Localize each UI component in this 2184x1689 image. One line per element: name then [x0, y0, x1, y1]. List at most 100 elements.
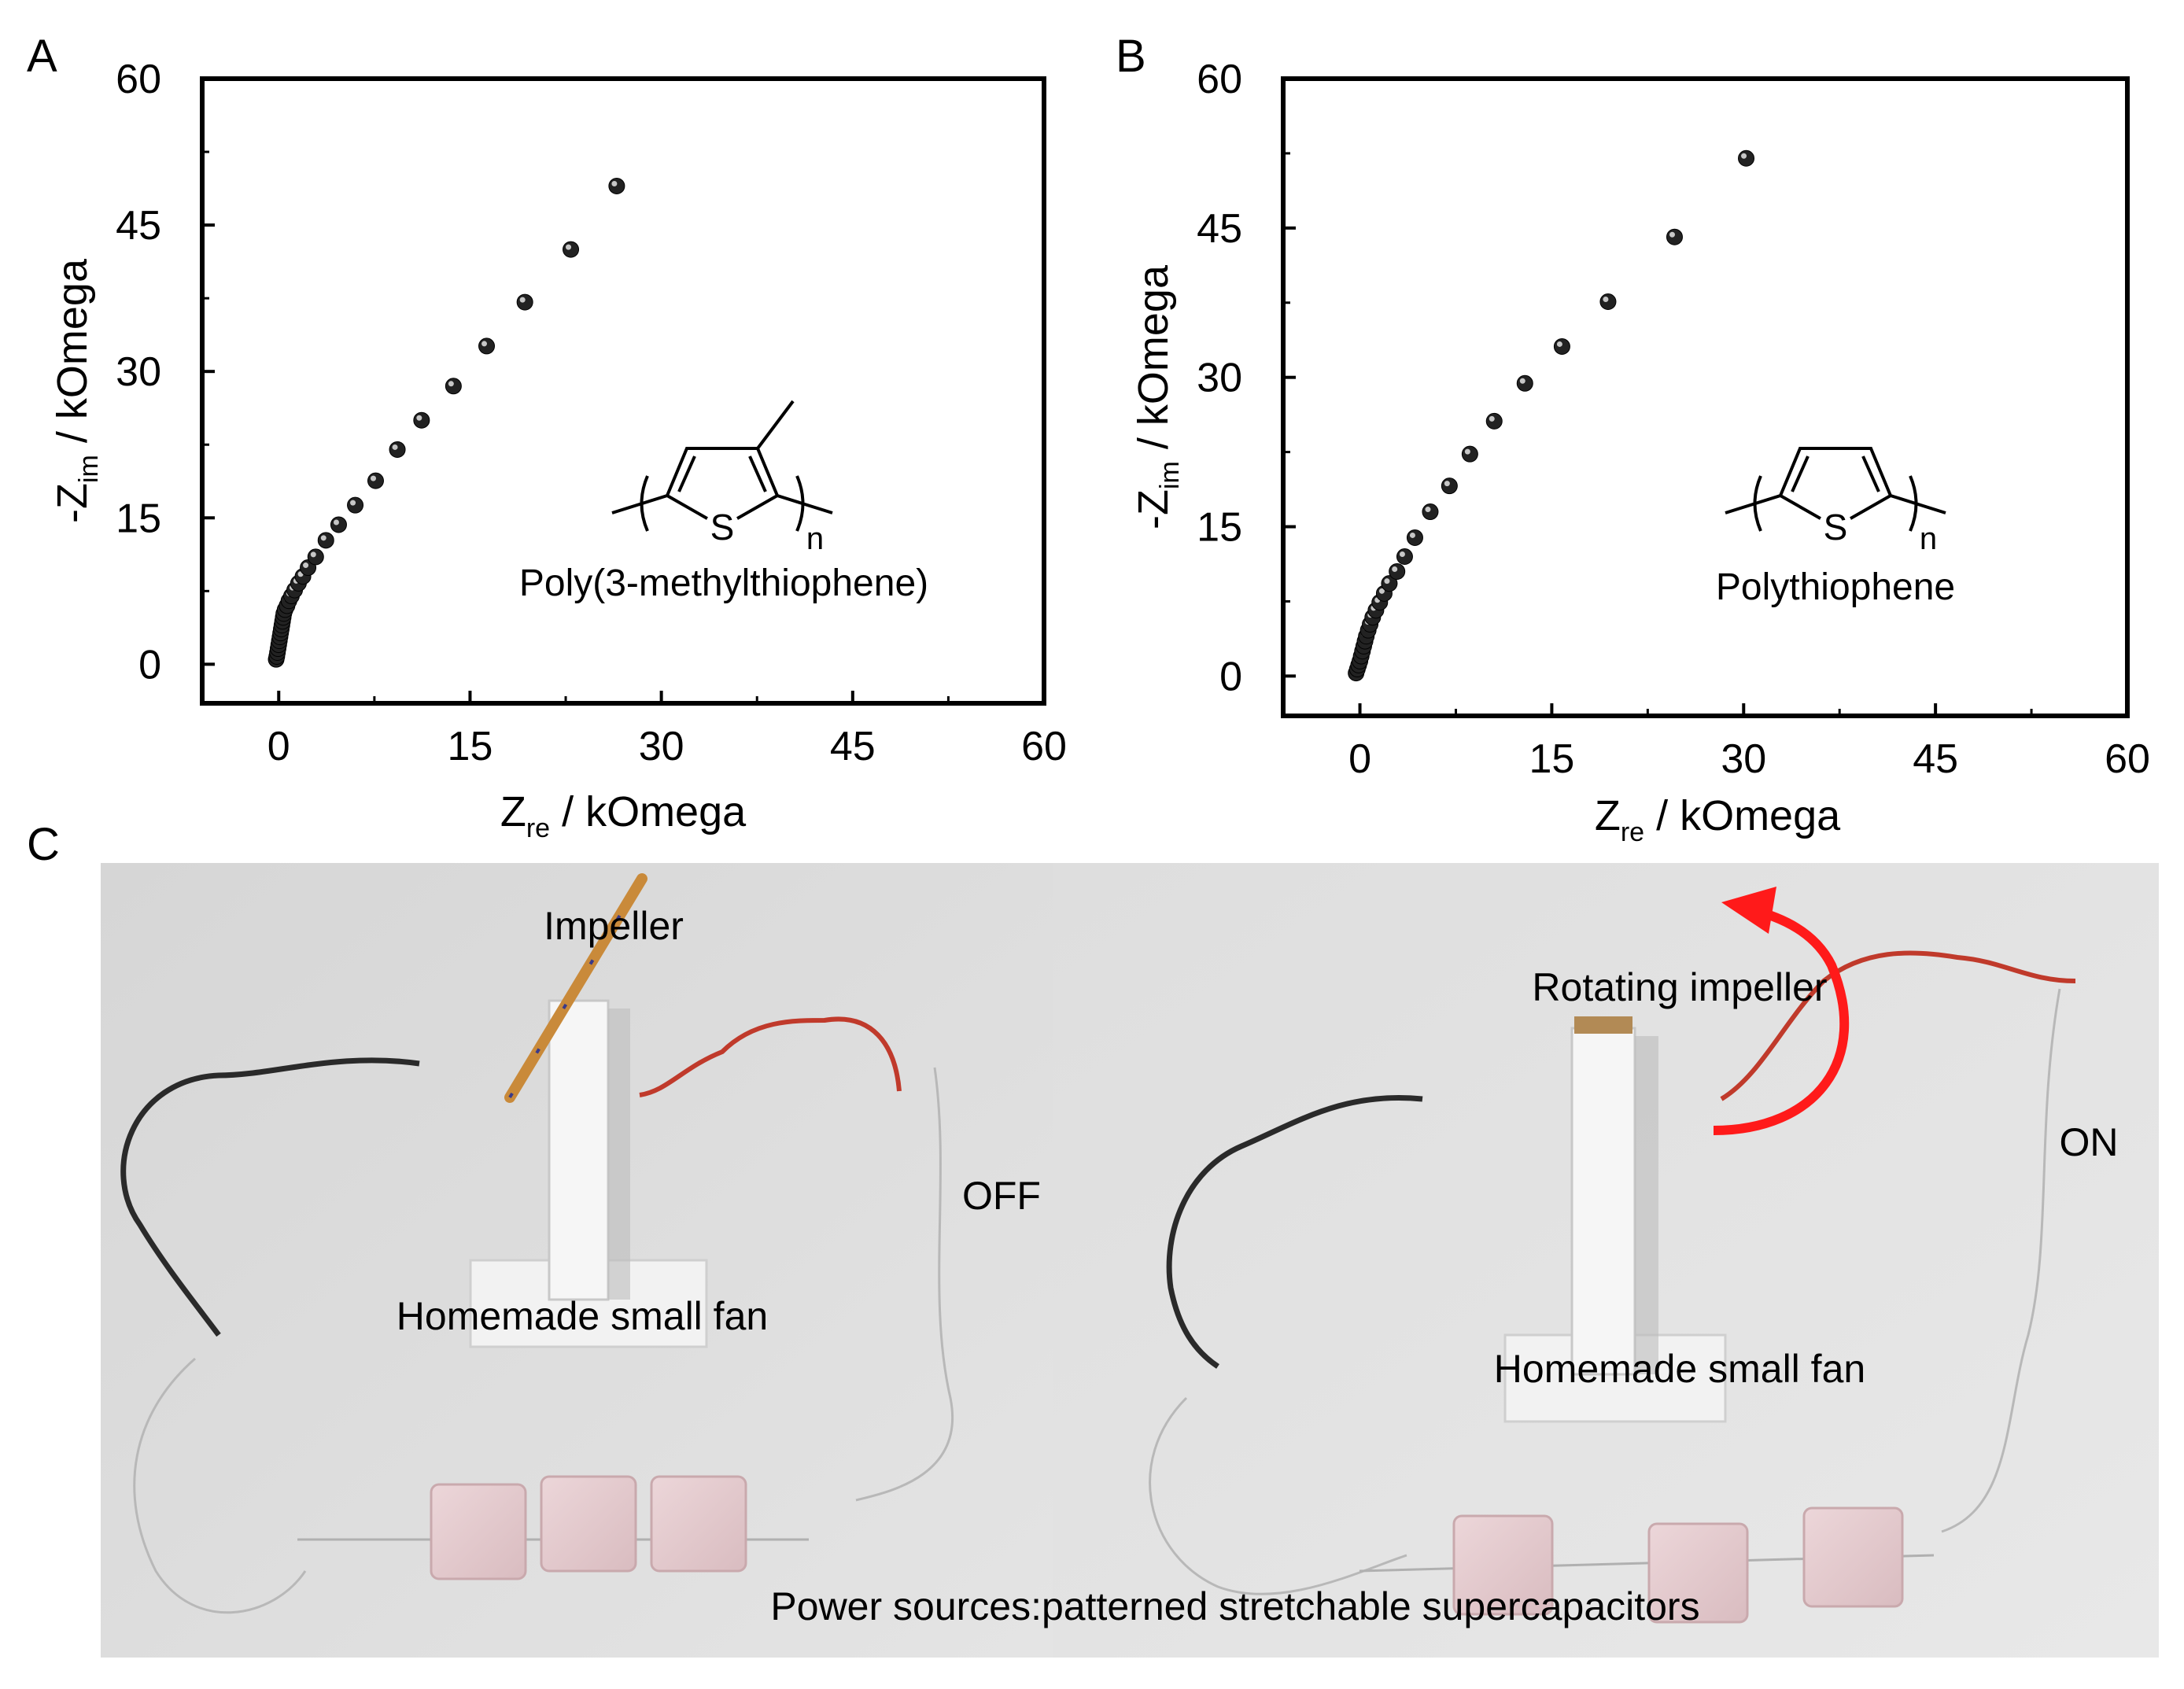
data-point-highlight	[1519, 378, 1525, 384]
double-bond	[677, 455, 696, 492]
data-point-highlight	[448, 381, 454, 387]
x-tick-label: 45	[1913, 736, 1958, 782]
axis-ticks	[202, 77, 1046, 703]
x-label-main: Z	[1595, 792, 1621, 839]
data-point-highlight	[1603, 297, 1609, 302]
photo-panel: Impeller Rotating impeller Homemade smal…	[101, 863, 2159, 1658]
chain-bond	[777, 494, 833, 514]
repeat-bracket	[640, 475, 649, 532]
x-tick-label: 45	[830, 724, 876, 769]
x-axis-label: Zre / kOmega	[500, 788, 747, 843]
rotation-arrow	[1713, 905, 1850, 1135]
y-tick-label: 60	[1197, 57, 1242, 102]
repeat-bracket	[1909, 475, 1918, 532]
data-point	[445, 378, 462, 395]
red-wire	[639, 1016, 902, 1097]
data-point-highlight	[1384, 578, 1390, 585]
y-label-unit: / kOmega	[1130, 264, 1177, 461]
chain-bond	[611, 494, 668, 514]
x-tick-label: 0	[1348, 736, 1371, 782]
data-point-highlight	[1378, 588, 1385, 594]
data-point-highlight	[566, 244, 572, 250]
rotation-arrow-head	[1721, 887, 1776, 934]
data-point	[1422, 503, 1439, 521]
left-scene	[120, 873, 954, 1614]
data-point	[1396, 548, 1413, 565]
sulfur-atom: S	[1824, 507, 1848, 548]
data-point	[330, 516, 347, 533]
data-point-highlight	[350, 500, 356, 506]
data-point	[1516, 374, 1533, 392]
y-label-subscript: im	[74, 455, 104, 483]
data-point	[1485, 412, 1503, 430]
data-point-highlight	[1425, 507, 1431, 513]
data-point	[563, 241, 580, 258]
data-point-highlight	[392, 444, 398, 450]
data-point-highlight	[611, 180, 618, 186]
impeller-hub	[1574, 1016, 1632, 1034]
black-wire	[120, 1057, 420, 1337]
y-label-unit: / kOmega	[49, 258, 96, 455]
label-fan-right: Homemade small fan	[1494, 1347, 1865, 1391]
label-off: OFF	[962, 1174, 1041, 1218]
photo-illustration: Impeller Rotating impeller Homemade smal…	[101, 863, 2159, 1658]
x-label-unit: / kOmega	[550, 788, 747, 835]
data-point	[478, 337, 496, 355]
methyl-group	[756, 400, 795, 450]
x-tick-label: 0	[267, 724, 290, 769]
x-tick-label: 30	[1721, 736, 1766, 782]
repeat-bracket	[795, 475, 805, 532]
data-point	[347, 496, 364, 514]
data-point	[307, 548, 324, 566]
data-point	[1461, 445, 1478, 463]
black-wire	[1166, 1094, 1423, 1369]
panel-letter-b: B	[1116, 31, 1146, 82]
data-point	[1599, 293, 1617, 310]
label-impeller: Impeller	[544, 904, 684, 948]
data-point-highlight	[1489, 415, 1495, 422]
data-point-highlight	[1669, 231, 1675, 238]
y-tick-label: 30	[116, 349, 161, 395]
data-point-highlight	[310, 551, 316, 558]
data-point-highlight	[370, 475, 376, 481]
y-label-main: -Z	[49, 483, 96, 523]
supercapacitor-cell	[430, 1483, 527, 1580]
label-on: ON	[2060, 1120, 2119, 1164]
data-point	[413, 411, 430, 429]
thin-wire-right	[1941, 988, 2061, 1533]
y-axis-label: -Zim / kOmega	[1130, 264, 1185, 529]
data-point-highlight	[1392, 566, 1398, 572]
y-tick-label: 45	[116, 203, 161, 249]
x-label-subscript: re	[526, 813, 550, 843]
plot-frame	[1281, 76, 2130, 718]
data-point	[1553, 337, 1570, 355]
chain-bond	[1890, 494, 1946, 514]
x-tick-label: 60	[1021, 724, 1067, 769]
thin-wire-left	[1149, 1396, 1407, 1595]
data-point	[516, 293, 533, 311]
panel-letter-c: C	[27, 819, 60, 870]
x-tick-label: 15	[448, 724, 493, 769]
fan-post	[1570, 1027, 1636, 1376]
data-point	[1441, 478, 1458, 495]
data-point-highlight	[519, 297, 526, 303]
supercapacitor-cell	[650, 1475, 747, 1573]
data-point-highlight	[1464, 448, 1470, 455]
y-tick-label: 0	[1219, 654, 1242, 699]
supercapacitor-cell	[1647, 1522, 1749, 1624]
axis-ticks	[1283, 77, 2129, 716]
y-label-main: -Z	[1130, 489, 1177, 529]
double-bond	[748, 455, 767, 492]
sulfur-bg	[705, 510, 740, 544]
double-bond	[1861, 455, 1880, 492]
x-tick-label: 60	[2105, 736, 2150, 782]
data-point	[1389, 562, 1406, 580]
compound-name: Poly(3-methylthiophene)	[519, 562, 928, 604]
y-tick-label: 15	[1197, 505, 1242, 551]
x-tick-label: 30	[639, 724, 684, 769]
supercapacitor-cell	[540, 1475, 637, 1573]
y-tick-label: 30	[1197, 356, 1242, 401]
thin-wire-left	[133, 1357, 307, 1614]
